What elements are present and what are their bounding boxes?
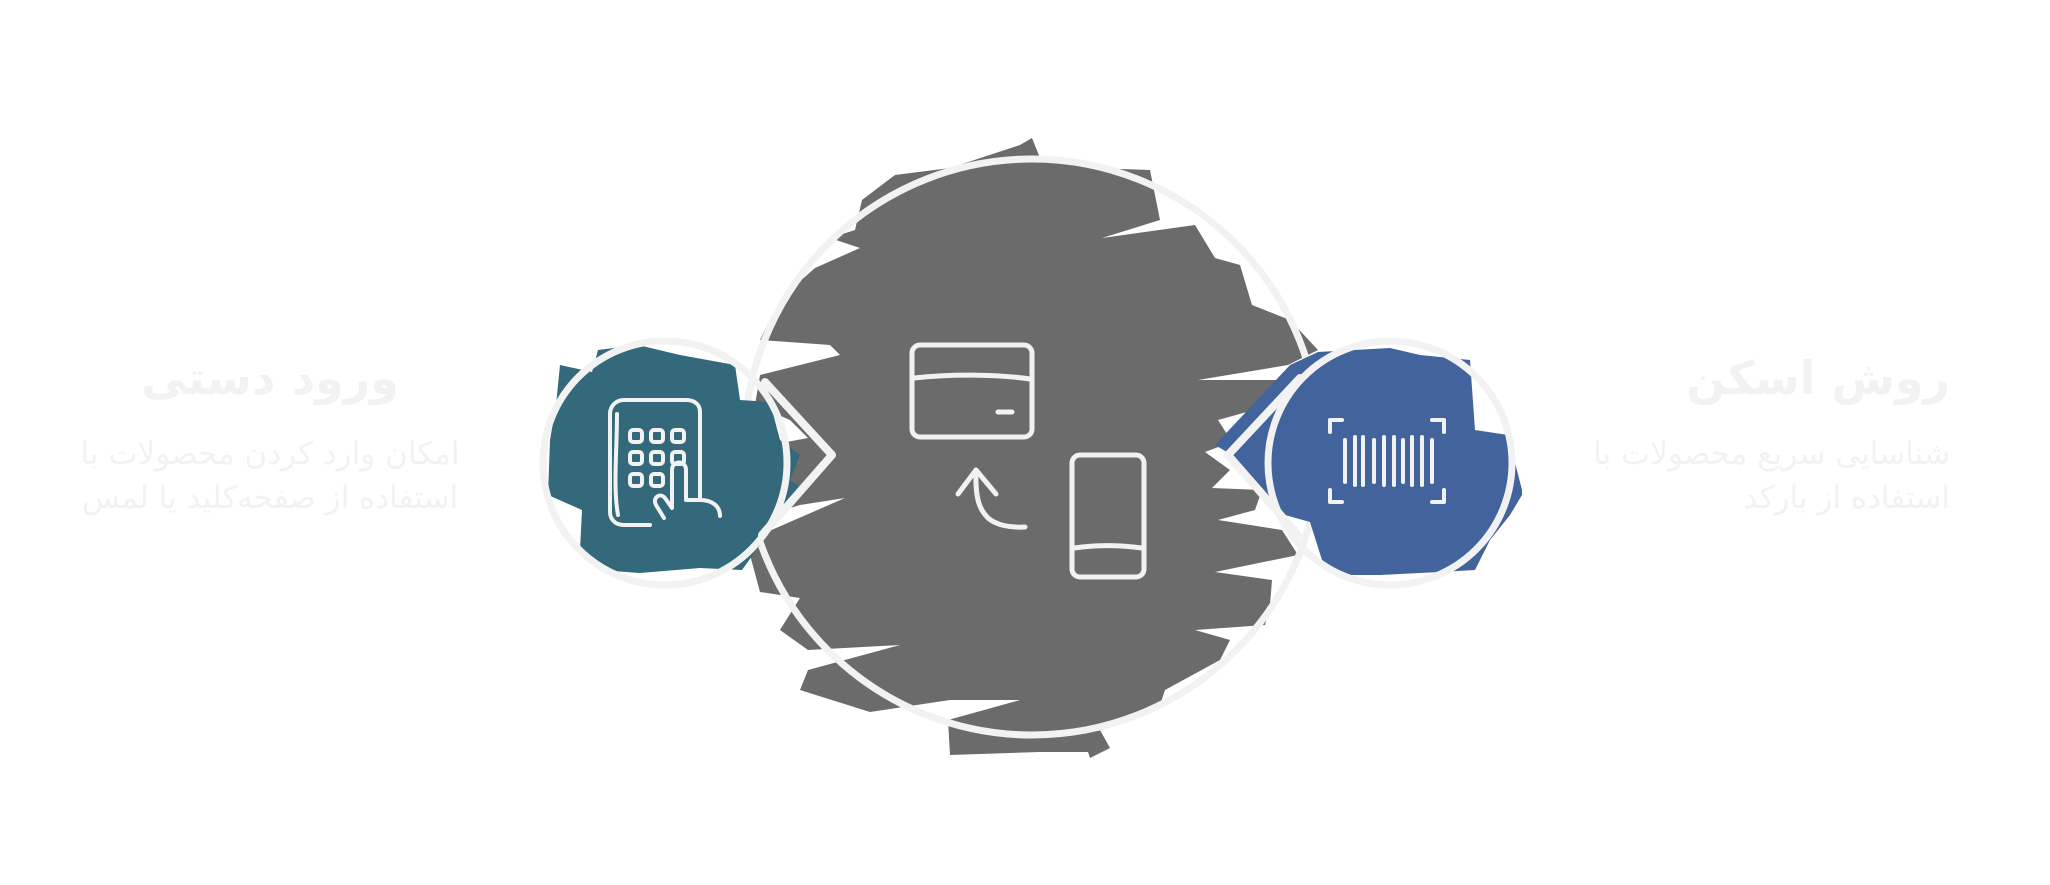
left-option-title: ورود دستی [141,351,399,405]
right-scribble-fill [1215,348,1522,575]
center-scribble-fill [745,138,1318,758]
left-ring [539,337,791,589]
right-option-title: روش اسکن [1686,351,1950,405]
right-connector [1224,374,1304,539]
right-node [1215,337,1522,589]
left-option-text: ورود دستی امکان وارد کردن محصولات با است… [70,350,470,520]
barcode-scan-icon [1328,418,1446,504]
left-node [539,337,836,589]
right-ring [1264,337,1516,589]
keypad-touch-icon [608,398,722,527]
card-to-phone-icon [909,342,1147,580]
right-option-text: روش اسکن شناسایی سریع محصولات با استفاده… [1560,350,1950,520]
left-connector [758,378,836,539]
left-option-description: امکان وارد کردن محصولات با استفاده از صف… [80,436,460,516]
right-option-description: شناسایی سریع محصولات با استفاده از بارکد [1593,436,1950,516]
